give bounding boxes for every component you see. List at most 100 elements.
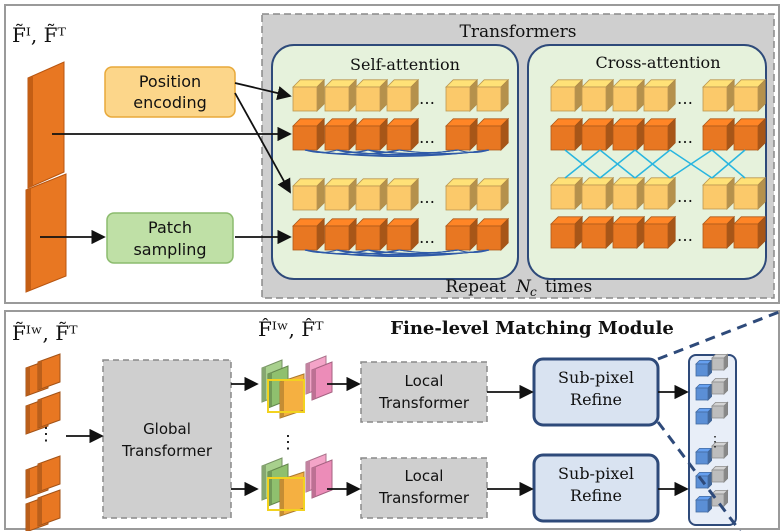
cross-pos-row-2-ellipsis: …	[677, 187, 693, 206]
output-gray-2	[711, 401, 729, 419]
output-pairs	[695, 353, 729, 513]
cross-feat-row-2-cube-3	[643, 215, 677, 249]
repeat-suffix: times	[545, 277, 592, 297]
global-transformer-line1: Global	[143, 420, 191, 438]
self-feat-row-1-cube-5	[476, 117, 510, 151]
feature-map-t	[25, 173, 67, 293]
output-blue-3	[695, 447, 713, 465]
bottom-input-label: F̃ᴵʷ, F̃ᵀ	[12, 321, 78, 345]
cross-feat-row-2-cube-5	[733, 215, 767, 249]
mid-vdots: ⋮	[279, 432, 297, 453]
local-transformer-1-line2: Transformer	[378, 394, 470, 412]
cross-pos-row-1-ellipsis: …	[677, 89, 693, 108]
cross-pos-row-1-cube-3	[643, 78, 677, 112]
local-transformer-box-1	[360, 361, 488, 423]
arc-set-1	[304, 149, 490, 158]
cross-attention-links	[564, 149, 746, 179]
self-feat-row-2-cube-2	[355, 217, 389, 251]
self-pos-row-2-cube-1	[324, 177, 358, 211]
mid-stack-top-yellow-outline	[267, 379, 305, 413]
self-pos-row-1-cube-3	[386, 78, 420, 112]
self-pos-row-1-cube-0	[292, 78, 326, 112]
global-transformer-line2: Transformer	[121, 442, 213, 460]
cross-feat-row-1-cube-5	[733, 117, 767, 151]
mid-stack-top-pink-2	[311, 361, 333, 401]
patch-left-b2	[37, 391, 61, 429]
cross-feat-row-2-cube-2	[612, 215, 646, 249]
cross-pos-row-1-cube-4	[702, 78, 736, 112]
patch-left-c2	[37, 455, 61, 493]
cross-feat-row-1-ellipsis: …	[677, 128, 693, 147]
output-blue-5	[695, 495, 713, 513]
self-pos-row-2-cube-4	[445, 177, 479, 211]
transformers-title: Transformers	[460, 22, 577, 42]
subpixel-refine-1-line2: Refine	[570, 390, 622, 409]
top-arrows	[40, 82, 292, 245]
repeat-prefix: Repeat	[445, 277, 506, 297]
output-gray-1	[711, 377, 729, 395]
patch-stacks-mid	[261, 355, 333, 517]
cross-feat-row-1-cube-1	[581, 117, 615, 151]
subpixel-refine-1-line1: Sub-pixel	[558, 368, 634, 387]
attention-arcs	[304, 149, 490, 258]
local-transformer-box-2	[360, 457, 488, 519]
zoom-lines	[656, 310, 780, 531]
cross-pos-row-2-cube-2	[612, 176, 646, 210]
output-gray-4	[711, 465, 729, 483]
local-transformer-2-line2: Transformer	[378, 489, 470, 507]
cross-feat-row-1-cube-3	[643, 117, 677, 151]
self-feat-row-1-cube-0	[292, 117, 326, 151]
cross-pos-row-1-cube-0	[550, 78, 584, 112]
cross-pos-row-1-cube-5	[733, 78, 767, 112]
patch-sampling-line1: Patch	[148, 218, 192, 237]
self-pos-row-2-cube-3	[386, 177, 420, 211]
patch-sampling-line2: sampling	[133, 240, 206, 259]
output-vdots: ⋮	[708, 434, 722, 450]
bottom-mid-label: F̂ᴵʷ, F̂ᵀ	[258, 317, 324, 341]
cross-pos-row-2-cube-5	[733, 176, 767, 210]
output-gray-0	[711, 353, 729, 371]
cross-feat-row-2-ellipsis: …	[677, 226, 693, 245]
cross-feat-row-2-cube-0	[550, 215, 584, 249]
output-gray-3	[711, 441, 729, 459]
self-feat-row-1-cube-2	[355, 117, 389, 151]
subpixel-refine-2-line1: Sub-pixel	[558, 464, 634, 483]
self-pos-row-2-cube-0	[292, 177, 326, 211]
self-feat-row-1-cube-1	[324, 117, 358, 151]
feature-map-ti	[27, 61, 65, 189]
output-blue-1	[695, 383, 713, 401]
cross-pos-row-1-cube-1	[581, 78, 615, 112]
self-pos-row-2-cube-2	[355, 177, 389, 211]
self-pos-row-1-cube-2	[355, 78, 389, 112]
self-pos-row-1-ellipsis: …	[419, 89, 435, 108]
local-transformer-1-line1: Local	[405, 372, 444, 390]
arc-set-2	[304, 249, 490, 258]
cross-feat-row-2-cube-4	[702, 215, 736, 249]
mid-stack-bottom-yellow-outline	[267, 477, 305, 511]
global-transformer-box	[102, 359, 232, 519]
self-pos-row-2-cube-5	[476, 177, 510, 211]
patch-sampling-box	[106, 212, 234, 264]
mid-stack-top-orange-1	[279, 373, 305, 419]
cross-pos-row-2-cube-4	[702, 176, 736, 210]
fine-level-title: Fine-level Matching Module	[390, 318, 674, 339]
cross-pos-row-2-cube-1	[581, 176, 615, 210]
output-blue-4	[695, 471, 713, 489]
cross-feat-row-1-cube-4	[702, 117, 736, 151]
output-blue-2	[695, 407, 713, 425]
self-feat-row-2-cube-3	[386, 217, 420, 251]
self-feat-row-2-cube-0	[292, 217, 326, 251]
bottom-arrows	[66, 376, 689, 497]
self-pos-row-2-ellipsis: …	[419, 188, 435, 207]
local-transformer-2-line1: Local	[405, 467, 444, 485]
self-pos-row-1-cube-1	[324, 78, 358, 112]
cross-pos-row-1-cube-2	[612, 78, 646, 112]
cross-attention-label: Cross-attention	[595, 53, 720, 72]
patch-stacks-left	[25, 353, 61, 531]
repeat-subscript: c	[530, 285, 537, 299]
cross-feat-row-1-cube-2	[612, 117, 646, 151]
self-feat-row-2-cube-1	[324, 217, 358, 251]
output-blue-0	[695, 359, 713, 377]
self-feat-row-2-cube-5	[476, 217, 510, 251]
